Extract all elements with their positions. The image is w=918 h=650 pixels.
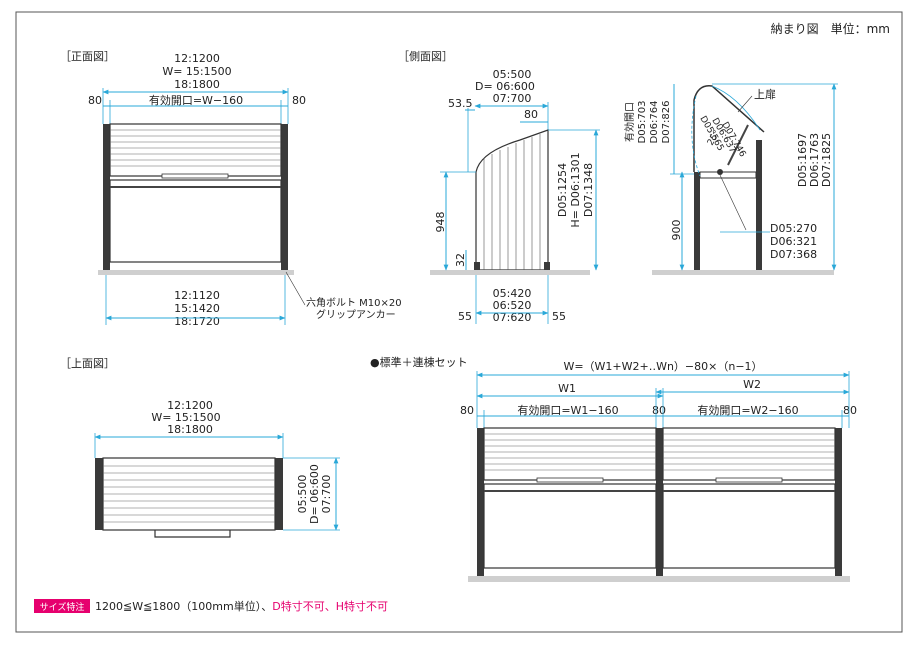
top-depth-07: 07:700: [320, 475, 333, 514]
upper-door-label: 上扉: [754, 88, 776, 101]
top-depth-05: 05:500: [296, 475, 309, 514]
top-width-12: 12:1200: [167, 399, 213, 412]
linked-label: ●標準＋連棟セット: [370, 355, 468, 369]
open-d05: D05:703: [637, 101, 648, 144]
linked-opening-1: 有効開口=W1−160: [517, 403, 618, 417]
open-d07: D07:826: [661, 101, 672, 144]
side-base-05: 05:420: [493, 287, 532, 300]
size-range-text: 1200≦W≦1800（100mm単位）、: [95, 599, 272, 613]
side-view-label: ［側面図］: [398, 50, 453, 63]
side-h-06: H= D06:1301: [569, 152, 582, 227]
linked-set-view: ●標準＋連棟セット W=（W1+W2+‥Wn）−80×（n−1） W1 W2 8…: [370, 355, 857, 582]
front-inner-12: 12:1120: [174, 289, 220, 302]
sheet-border: [15, 11, 903, 633]
side-open-view: 有効開口 D05:703 D06:764 D07:826 D05:565 D06…: [623, 83, 838, 275]
top-depth-06: D= 06:600: [308, 464, 321, 524]
side-depth-07: 07:700: [493, 92, 532, 105]
open-label: 有効開口: [623, 102, 636, 142]
size-restriction: D特寸不可、H特寸不可: [272, 599, 388, 613]
side-base-06: 06:520: [493, 299, 532, 312]
open-depth-05: D05:270: [770, 222, 817, 235]
size-range: 1200≦W≦1800（100mm単位）、D特寸不可、H特寸不可: [95, 599, 388, 613]
linked-w2: W2: [743, 378, 761, 391]
open-depth-07: D07:368: [770, 248, 817, 261]
front-width-18: 18:1800: [174, 78, 220, 91]
front-view: ［正面図］ 12:1200 W= 15:1500 18:1800 80 80 有…: [60, 50, 402, 328]
open-total-05: D05:1697: [796, 133, 809, 187]
side-h-07: D07:1348: [582, 163, 595, 217]
side-depth-05: 05:500: [493, 68, 532, 81]
open-height-900: 900: [670, 220, 683, 241]
sheet-title: 納まり図 単位：mm: [771, 21, 890, 36]
side-roof: 80: [524, 108, 538, 121]
side-offset: 53.5: [448, 97, 473, 110]
linked-margin-mid: 80: [652, 404, 666, 417]
side-height-32: 32: [454, 253, 467, 267]
front-view-label: ［正面図］: [60, 50, 115, 63]
bolt-note-2: グリップアンカー: [316, 308, 396, 321]
front-inner-18: 18:1720: [174, 315, 220, 328]
front-margin-right: 80: [292, 94, 306, 107]
linked-margin-right: 80: [843, 404, 857, 417]
side-view: ［側面図］ 05:500 D= 06:600 07:700 53.5 80 94…: [398, 50, 600, 324]
front-width-12: 12:1200: [174, 52, 220, 65]
size-footer: サイズ特注 1200≦W≦1800（100mm単位）、D特寸不可、H特寸不可: [34, 599, 388, 613]
top-width-15: W= 15:1500: [151, 411, 220, 424]
side-h-05: D05:1254: [556, 163, 569, 217]
open-total-07: D07:1825: [820, 133, 833, 187]
front-opening: 有効開口=W−160: [149, 93, 243, 107]
size-badge: サイズ特注: [40, 601, 85, 613]
open-depth-06: D06:321: [770, 235, 817, 248]
bolt-note-1: 六角ボルト M10×20: [306, 297, 402, 309]
linked-formula: W=（W1+W2+‥Wn）−80×（n−1）: [563, 360, 762, 373]
side-depth-06: D= 06:600: [475, 80, 535, 93]
front-width-15: W= 15:1500: [162, 65, 231, 78]
top-view: ［上面図］ 12:1200 W= 15:1500 18:1800 05:500 …: [60, 357, 340, 538]
linked-w1: W1: [558, 382, 576, 395]
front-inner-15: 15:1420: [174, 302, 220, 315]
open-d06: D06:764: [649, 101, 660, 144]
top-width-18: 18:1800: [167, 423, 213, 436]
size-badge-bg: [34, 599, 90, 613]
side-foot-right: 55: [552, 310, 566, 323]
linked-opening-2: 有効開口=W2−160: [697, 403, 798, 417]
side-foot-left: 55: [458, 310, 472, 323]
open-total-06: D06:1763: [808, 133, 821, 187]
side-height-948: 948: [434, 212, 447, 233]
top-view-label: ［上面図］: [60, 357, 115, 370]
linked-margin-left: 80: [460, 404, 474, 417]
front-margin-left: 80: [88, 94, 102, 107]
